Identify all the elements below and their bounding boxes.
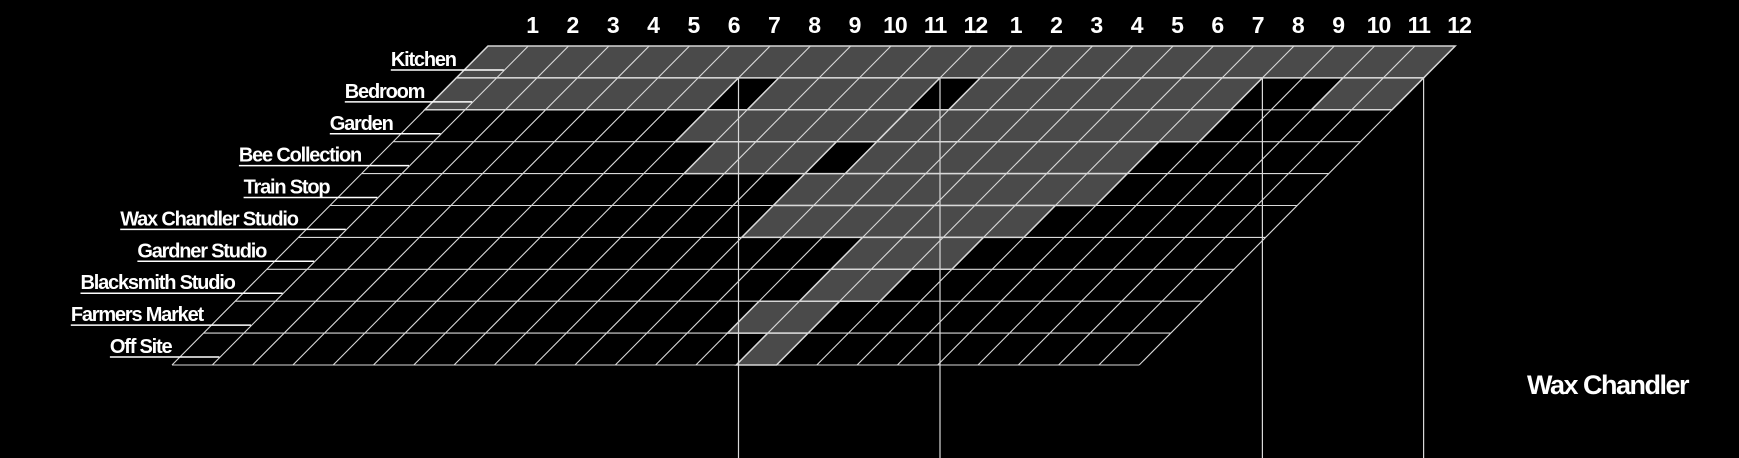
grid-column-line xyxy=(1058,45,1375,366)
occupied-cell xyxy=(829,236,986,271)
hour-label: 10 xyxy=(883,12,907,38)
hour-label: 9 xyxy=(1332,12,1344,38)
occupied-cell xyxy=(946,77,1265,111)
grid-column-line xyxy=(856,45,1174,366)
room-label: Gardner Studio xyxy=(137,240,267,262)
room-label: Garden xyxy=(330,113,393,135)
hour-label: 7 xyxy=(1252,12,1264,38)
grid-column-line xyxy=(413,45,731,366)
hour-label: 12 xyxy=(1447,12,1471,38)
grid-column-line xyxy=(292,45,610,366)
hour-label: 1 xyxy=(526,12,539,38)
grid-column-line xyxy=(614,45,932,366)
room-label: Bedroom xyxy=(345,81,425,103)
grid-column-line xyxy=(735,45,1053,366)
room-label: Blacksmith Studio xyxy=(81,272,236,294)
grid-column-line xyxy=(977,45,1295,366)
hour-label: 8 xyxy=(808,12,821,38)
occupied-cell xyxy=(739,204,1058,239)
occupied-cell xyxy=(682,140,839,175)
grid-column-line xyxy=(494,45,811,366)
grid-column-line xyxy=(776,45,1093,366)
room-label: Train Stop xyxy=(244,177,331,199)
hour-label: 3 xyxy=(607,12,619,38)
grid-column-line xyxy=(373,45,690,366)
hour-label: 9 xyxy=(849,12,861,38)
hour-label: 11 xyxy=(924,12,948,38)
grid-column-line xyxy=(534,45,852,366)
hour-label: 6 xyxy=(1211,12,1223,38)
room-label: Kitchen xyxy=(391,49,456,71)
grid-column-line xyxy=(1098,45,1416,366)
occupied-cell xyxy=(734,332,810,366)
grid-column-line xyxy=(1138,45,1456,366)
grid-column-line xyxy=(1017,45,1335,366)
marker-lines xyxy=(737,77,1425,458)
grid-column-line xyxy=(453,45,771,366)
chart-title: Wax Chandler xyxy=(1527,370,1690,400)
room-label: Wax Chandler Studio xyxy=(120,208,299,230)
grid-column-line xyxy=(937,45,1255,366)
grid-column-line xyxy=(897,45,1214,366)
grid-column-line xyxy=(211,45,529,366)
hour-label: 4 xyxy=(647,12,660,38)
hour-label: 6 xyxy=(728,12,740,38)
grid-column-line xyxy=(171,45,489,366)
hour-label: 8 xyxy=(1292,12,1305,38)
grid-column-line xyxy=(574,45,892,366)
occupied-cell xyxy=(423,77,741,111)
room-label: Off Site xyxy=(110,336,173,358)
grid-column-line xyxy=(816,45,1134,366)
hour-label: 12 xyxy=(964,12,988,38)
occupied-cell xyxy=(843,140,1161,175)
grid-column-line xyxy=(695,45,1013,366)
hour-label: 2 xyxy=(1050,12,1062,38)
hour-label: 11 xyxy=(1408,12,1432,38)
hour-label: 5 xyxy=(688,12,701,38)
hour-label: 3 xyxy=(1090,12,1102,38)
grid-column-line xyxy=(332,45,650,366)
room-label: Farmers Market xyxy=(71,304,205,326)
hour-label: 10 xyxy=(1367,12,1391,38)
hour-label: 4 xyxy=(1131,12,1144,38)
room-label: Bee Collection xyxy=(239,145,361,167)
occupied-cell xyxy=(673,109,911,143)
hour-label: 5 xyxy=(1171,12,1184,38)
hour-label: 1 xyxy=(1010,12,1023,38)
grid-column-line xyxy=(252,45,569,366)
hour-label: 2 xyxy=(567,12,579,38)
hour-label: 7 xyxy=(768,12,780,38)
grid-column-line xyxy=(655,45,972,366)
